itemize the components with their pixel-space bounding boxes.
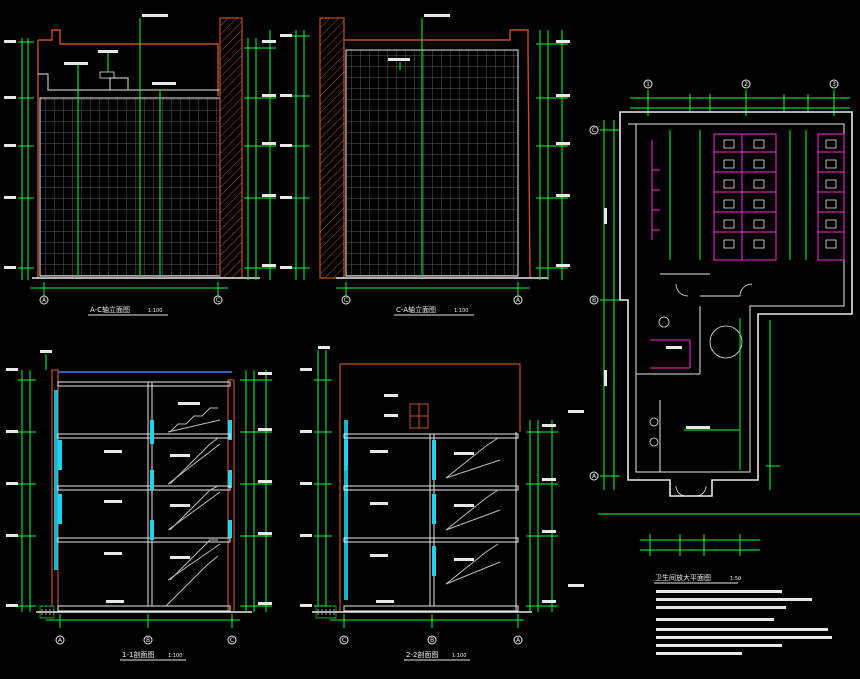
elevation-a-c-level-marks: [4, 40, 16, 269]
grid-bubble-s2-a-label: A: [516, 637, 521, 644]
grid-bubble-s2-a: [513, 635, 523, 645]
section-1-1-floors: [57, 381, 231, 612]
grid-bubble-c2-label: C: [344, 297, 348, 304]
grid-bubble-s1-b: [143, 635, 153, 645]
plan-axis-a-label: A: [592, 473, 597, 480]
plan-axis-b-label: B: [592, 297, 596, 304]
plan-axis-3-label: 3: [832, 81, 836, 88]
grid-bubble-a: [39, 295, 49, 305]
grid-bubble-s1-a: [55, 635, 65, 645]
grid-bubble-s1-a-label: A: [58, 637, 63, 644]
elevation-a-c-left-dims: [18, 38, 34, 280]
elevation-a-c-facade: [39, 97, 221, 277]
elevation-a-c-title: A-C轴立面图: [90, 305, 130, 314]
plan-axis-1: [643, 79, 653, 89]
toilet-enlarged-plan: 1 2 3 C B A: [589, 79, 860, 655]
elevation-c-a-facade: [345, 49, 519, 277]
section-2-2-scale: 1:100: [452, 653, 466, 659]
grid-bubble-s2-b: [427, 635, 437, 645]
grid-bubble-s2-c-label: C: [342, 637, 346, 644]
plan-axis-1-label: 1: [646, 81, 650, 88]
elevation-c-a-scale: 1:100: [454, 308, 468, 314]
plan-axis-c-label: C: [592, 127, 596, 134]
plan-axis-c: [589, 125, 599, 135]
grid-bubble-c-label: C: [216, 297, 220, 304]
plan-axis-2: [741, 79, 751, 89]
plan-axis-2-label: 2: [744, 81, 748, 88]
plan-title: 卫生间放大平面图: [655, 573, 711, 582]
elevation-c-a: C A C-A轴立面图 1:100: [280, 14, 570, 316]
grid-bubble-a-label: A: [42, 297, 47, 304]
grid-bubble-s2-c: [339, 635, 349, 645]
plan-toilet-stalls: [650, 133, 845, 369]
grid-bubble-s2-b-label: B: [430, 637, 434, 644]
plan-axis-a: [589, 471, 599, 481]
plan-axis-b: [589, 295, 599, 305]
grid-bubble-a2-label: A: [516, 297, 521, 304]
grid-bubble-s1-c-label: C: [230, 637, 234, 644]
plan-scale: 1:50: [730, 576, 741, 582]
plan-notes: [656, 590, 832, 655]
plan-fixtures: [649, 139, 837, 497]
grid-bubble-s1-b-label: B: [146, 637, 150, 644]
grid-bubble-c2: [341, 295, 351, 305]
grid-bubble-s1-c: [227, 635, 237, 645]
section-2-2-title: 2-2剖面图: [406, 650, 438, 659]
section-2-2: C B A 2-2剖面图 1:100: [300, 346, 584, 661]
plan-axis-3: [829, 79, 839, 89]
elevation-c-a-title: C-A轴立面图: [396, 305, 436, 314]
plan-outer-wall: [619, 111, 853, 497]
grid-bubble-a2: [513, 295, 523, 305]
elevation-a-c: A C A-C轴立面图 1:100: [4, 14, 276, 316]
elevation-a-c-scale: 1:100: [148, 308, 162, 314]
section-1-1-title: 1-1剖面图: [122, 650, 154, 659]
grid-bubble-c: [213, 295, 223, 305]
section-1-1-stairs: [165, 407, 221, 607]
section-1-1-scale: 1:100: [168, 653, 182, 659]
section-1-1: A B C 1-1剖面图 1:100: [6, 350, 272, 661]
